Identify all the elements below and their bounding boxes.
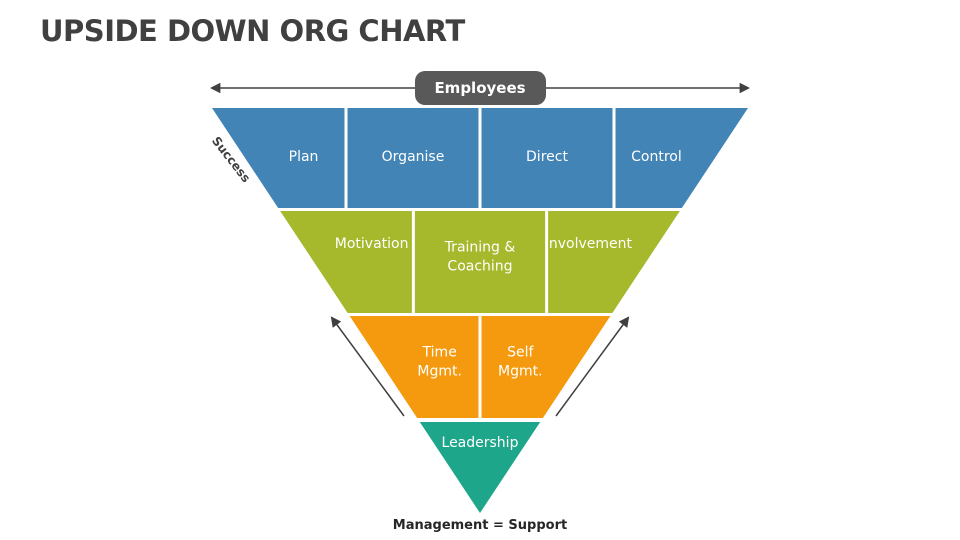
segment-row1-label-2-line: Organise [382,149,445,165]
segment-row2-label-1: Motivation [335,236,409,252]
segment-row2-label-1-line: Motivation [335,236,409,252]
segment-row2-label-2-line: Coaching [447,259,512,275]
left-up-arrow [330,316,405,417]
segment-row3-label-2-line: Mgmt. [498,364,543,380]
segment-row1-cell4 [615,108,748,208]
segment-row1-label-3: Direct [526,149,568,165]
apex-label: Leadership [442,435,519,451]
segment-row1-cell1 [212,108,345,208]
apex-label-line: Leadership [442,435,519,451]
segment-row2-label-3: Involvement [545,236,633,252]
segment-row2-cell3 [548,211,680,313]
segment-row2-cell2 [414,211,546,313]
footer-label: Management = Support [392,518,568,533]
right-up-arrow [555,316,630,417]
segment-row1-label-3-line: Direct [526,149,568,165]
segment-row1-cell3 [481,108,613,208]
segment-row2-label-2-line: Training & [444,240,516,256]
segment-row3-label-2-line: Self [507,345,534,361]
page-title: UPSIDE DOWN ORG CHART [40,14,465,48]
segment-row2-label-3-line: Involvement [545,236,633,252]
employees-pill-bg [415,71,546,105]
segment-row3-cell2 [481,316,611,418]
segment-row1-label-2: Organise [382,149,445,165]
segment-row1-label-1: Plan [289,149,319,165]
segment-row3-cell1 [349,316,479,418]
segment-row1-label-4: Control [631,149,682,165]
segment-row1-label-4-line: Control [631,149,682,165]
segment-row1-cell2 [347,108,479,208]
segment-row3-label-1-line: Mgmt. [417,364,462,380]
segment-row3-label-1-line: Time [422,345,457,361]
segment-row2-label-2: Training & Coaching [444,240,516,275]
segment-apex [419,422,541,513]
employees-pill: Employees [415,71,546,105]
segment-row1-label-1-line: Plan [289,149,319,165]
segment-row2-cell1 [280,211,412,313]
employees-label: Employees [434,79,525,97]
